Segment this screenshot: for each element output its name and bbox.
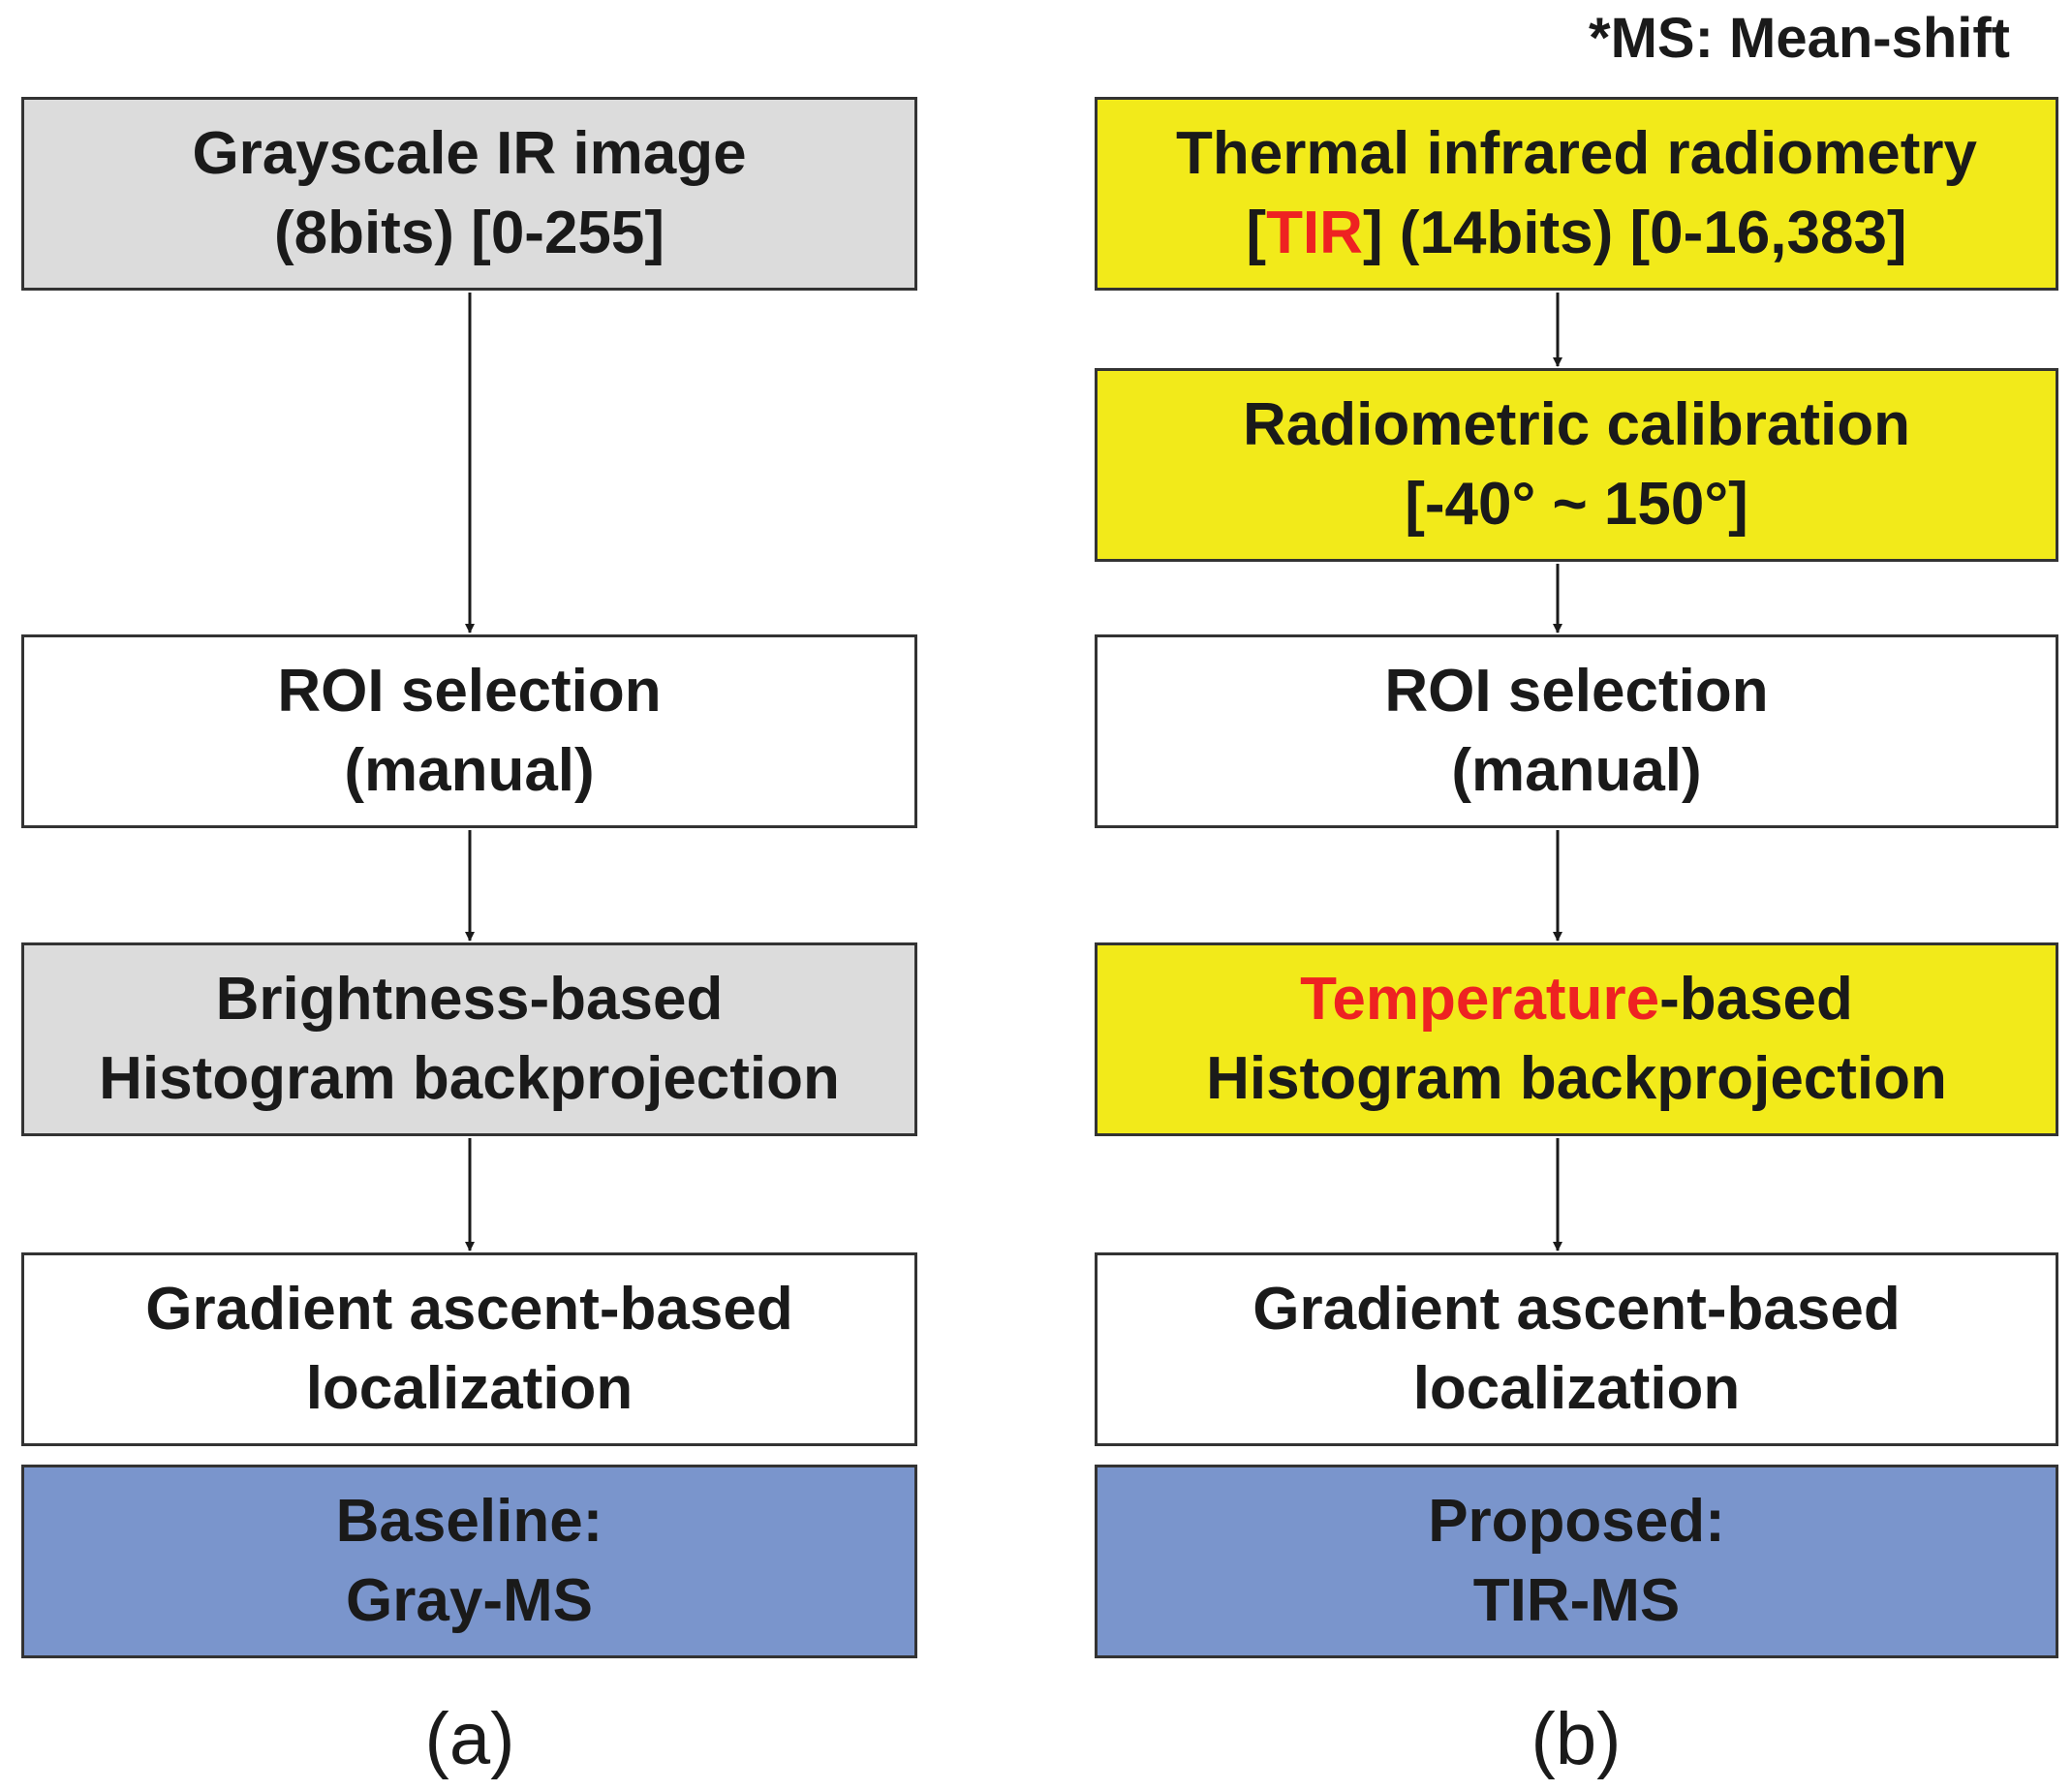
b-temperature-backprojection-box: Temperature-based Histogram backprojecti… — [1095, 942, 2058, 1136]
b-thermal-radiometry-box: Thermal infrared radiometry [TIR] (14bit… — [1095, 97, 2058, 291]
a-box5-line2: Gray-MS — [346, 1567, 593, 1634]
a-grayscale-ir-box: Grayscale IR image (8bits) [0-255] — [21, 97, 917, 291]
b-box1-line2-rest: ] (14bits) [0-16,383] — [1362, 200, 1907, 266]
b-box2-line1: Radiometric calibration — [1242, 391, 1911, 458]
b-box1-bracket: [ — [1246, 200, 1267, 266]
b-radiometric-calibration-box: Radiometric calibration [-40° ~ 150°] — [1095, 368, 2058, 562]
caption-a: (a) — [424, 1698, 515, 1780]
a-baseline-box: Baseline: Gray-MS — [21, 1465, 917, 1658]
a-box1-line2: (8bits) [0-255] — [273, 200, 665, 266]
a-box4-line2: localization — [305, 1355, 634, 1422]
b-box3-line2: (manual) — [1451, 737, 1702, 804]
a-box2-line1: ROI selection — [277, 658, 662, 725]
a-box2-line2: (manual) — [344, 737, 595, 804]
b-box1-line2: [TIR] (14bits) [0-16,383] — [1246, 194, 1906, 273]
b-box4-line1: Temperature-based — [1300, 960, 1853, 1039]
b-box4-line2: Histogram backprojection — [1206, 1045, 1947, 1112]
a-box3-line2: Histogram backprojection — [99, 1045, 840, 1112]
b-box3-line1: ROI selection — [1384, 658, 1769, 725]
a-brightness-backprojection-box: Brightness-based Histogram backprojectio… — [21, 942, 917, 1136]
b-box4-line1-rest: -based — [1659, 966, 1853, 1033]
a-gradient-localization-box: Gradient ascent-based localization — [21, 1252, 917, 1446]
caption-b: (b) — [1531, 1698, 1622, 1780]
a-box3-line1: Brightness-based — [215, 966, 724, 1033]
b-box4-temperature-highlight: Temperature — [1300, 966, 1660, 1033]
b-roi-selection-box: ROI selection (manual) — [1095, 634, 2058, 828]
b-gradient-localization-box: Gradient ascent-based localization — [1095, 1252, 2058, 1446]
a-box1-line1: Grayscale IR image — [192, 120, 747, 187]
a-box5-line1: Baseline: — [335, 1488, 603, 1555]
b-box5-line2: localization — [1412, 1355, 1741, 1422]
footnote-ms: *MS: Mean-shift — [1589, 7, 2010, 70]
b-box2-line2: [-40° ~ 150°] — [1405, 471, 1748, 538]
b-box5-line1: Gradient ascent-based — [1252, 1276, 1901, 1343]
a-box4-line1: Gradient ascent-based — [145, 1276, 793, 1343]
b-box6-line2: TIR-MS — [1472, 1567, 1681, 1634]
b-box1-line1: Thermal infrared radiometry — [1176, 120, 1977, 187]
b-box6-line1: Proposed: — [1428, 1488, 1725, 1555]
b-proposed-box: Proposed: TIR-MS — [1095, 1465, 2058, 1658]
a-roi-selection-box: ROI selection (manual) — [21, 634, 917, 828]
b-box1-tir-highlight: TIR — [1266, 200, 1363, 266]
